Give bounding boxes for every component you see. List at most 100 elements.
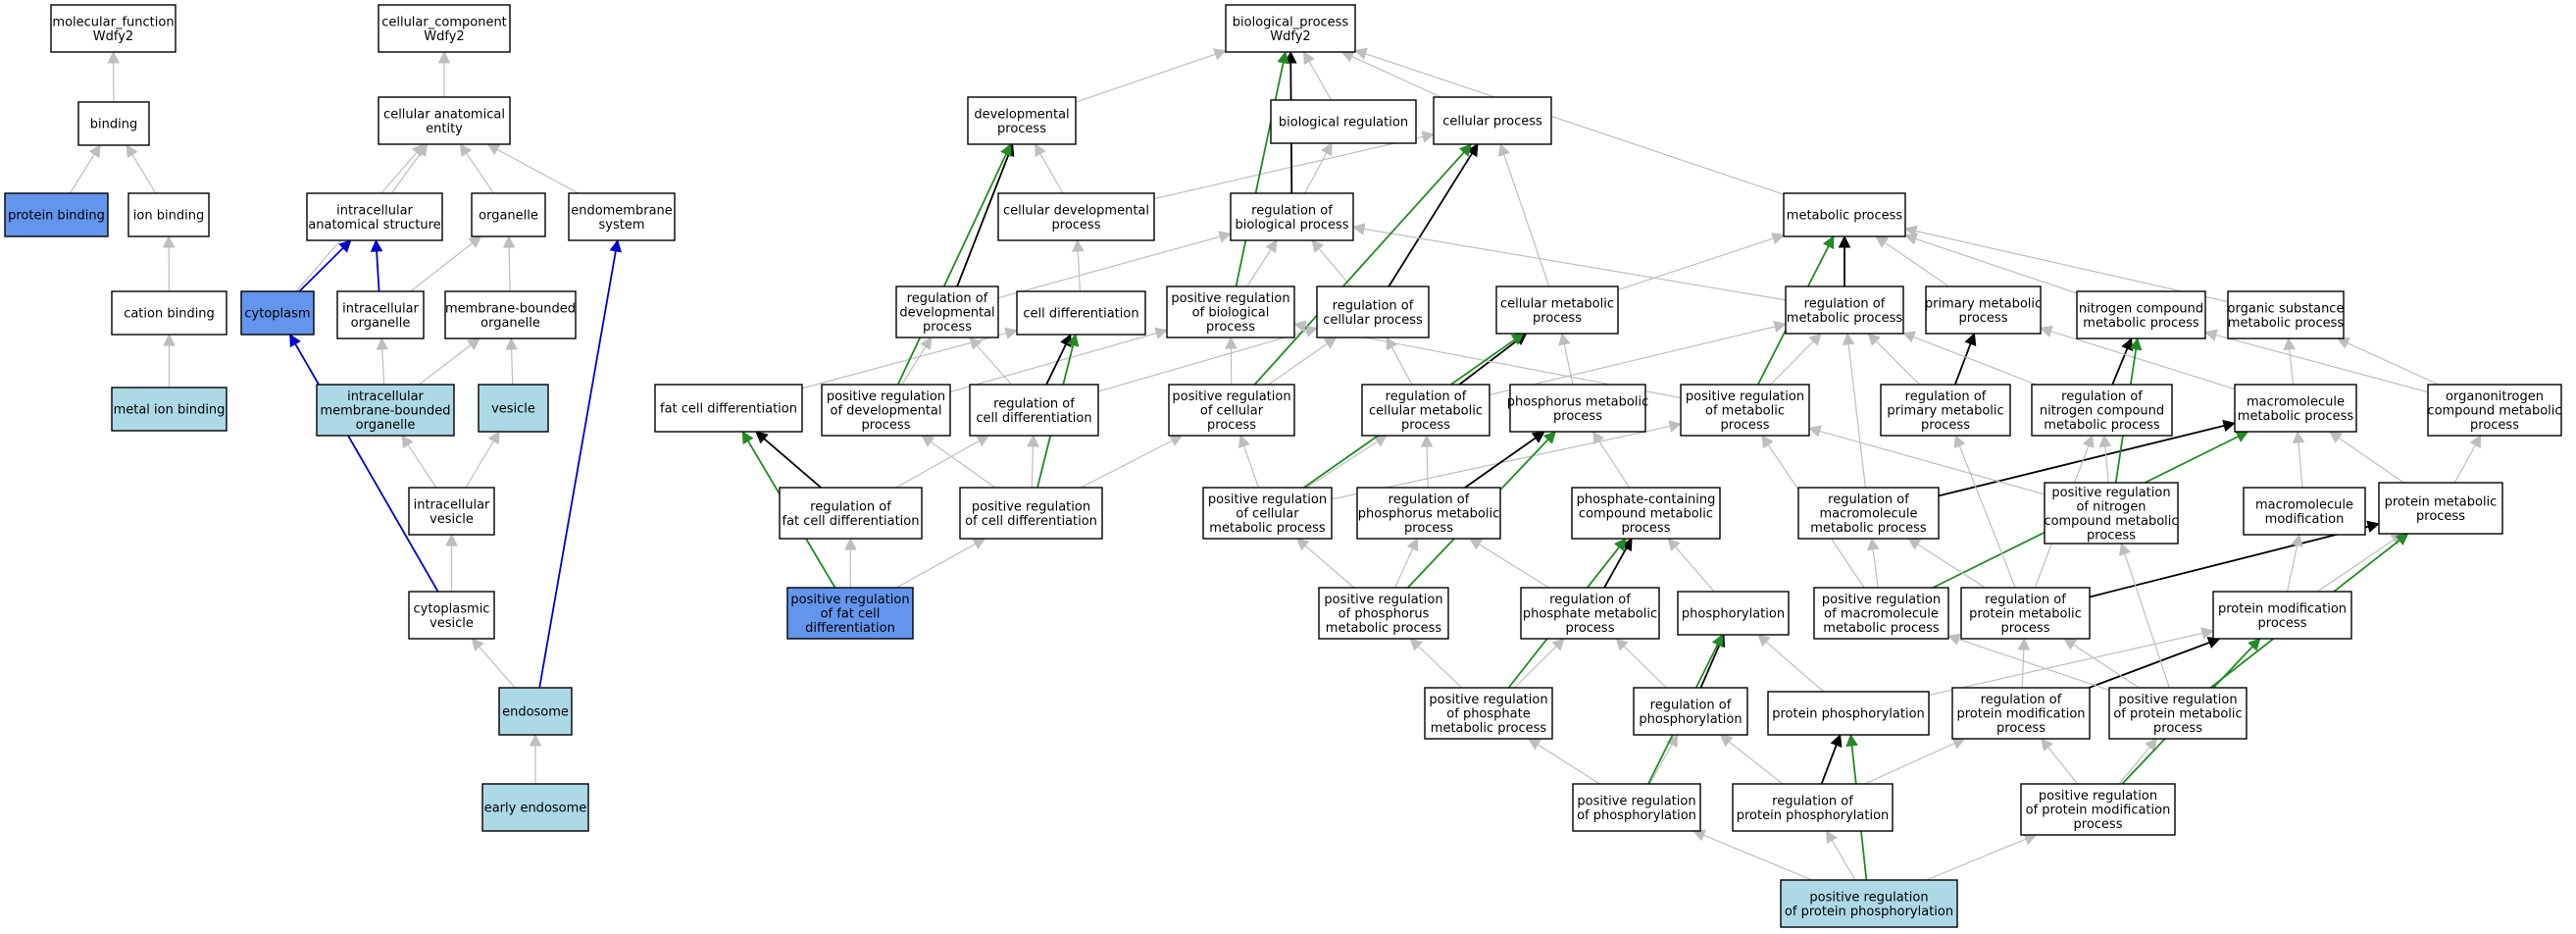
- node-label-line: process: [1721, 418, 1770, 433]
- go-term-node-prot_phosphorylation[interactable]: protein phosphorylation: [1767, 691, 1930, 736]
- go-term-node-fat_cell_diff[interactable]: fat cell differentiation: [654, 384, 803, 433]
- arrowhead-icon: [1842, 332, 1855, 346]
- go-term-node-protein_binding[interactable]: protein binding: [4, 192, 109, 237]
- go-term-node-organelle[interactable]: organelle: [471, 192, 546, 237]
- go-term-node-met_proc[interactable]: metabolic process: [1783, 192, 1906, 237]
- go-term-node-ion_binding[interactable]: ion binding: [127, 192, 210, 237]
- go-term-node-cytoplasm[interactable]: cytoplasm: [240, 290, 315, 336]
- edge-ion_binding-to-binding: [126, 144, 157, 194]
- arrowhead-icon: [471, 638, 484, 651]
- edge-reg_macro_met_proc-to-reg_met_proc: [1842, 332, 1867, 489]
- edge-pos_reg_prot_phosphorylation-to-pos_reg_prot_mod_proc: [1926, 833, 2038, 881]
- go-term-node-binding[interactable]: binding: [77, 101, 150, 146]
- edge-line: [2073, 644, 2140, 689]
- edge-macro_mod-to-macro_met_proc: [2292, 430, 2305, 489]
- arrowhead-icon: [163, 333, 176, 346]
- edge-line: [2088, 642, 2210, 689]
- edge-phosph_cmp_met_proc-to-phos_met_proc: [1591, 431, 1631, 489]
- go-term-node-early_endosome[interactable]: early endosome: [481, 783, 589, 832]
- node-label-line: metabolic process: [1787, 209, 1903, 224]
- go-term-node-endosome[interactable]: endosome: [498, 687, 573, 736]
- node-box: [306, 192, 443, 241]
- go-term-node-cell_proc[interactable]: cellular process: [1433, 96, 1552, 145]
- arrowhead-icon: [1964, 332, 1977, 346]
- go-term-node-bio_reg[interactable]: biological regulation: [1270, 99, 1417, 144]
- go-term-node-vesicle[interactable]: vesicle: [478, 384, 549, 433]
- node-label-line: intracellular: [347, 389, 424, 404]
- node-box: [1633, 687, 1748, 736]
- go-term-node-metal_ion_binding[interactable]: metal ion binding: [111, 387, 227, 432]
- go-term-node-cell_diff[interactable]: cell differentiation: [1016, 290, 1146, 336]
- node-box: [2076, 290, 2206, 339]
- node-label-line: organonitrogen: [2446, 389, 2544, 404]
- go-term-node-phosphorylation[interactable]: phosphorylation: [1677, 591, 1790, 636]
- arrowhead-icon: [1072, 238, 1085, 252]
- edge-cae-to-cc: [437, 50, 451, 97]
- edge-pos_reg_nitro_met_proc-to-reg_nitro_met_proc: [2098, 434, 2112, 484]
- node-label-line: metabolic process: [2228, 316, 2345, 331]
- arrowhead-icon: [1027, 434, 1039, 447]
- go-term-node-cation_binding[interactable]: cation binding: [111, 290, 227, 336]
- arrowhead-icon: [1771, 233, 1786, 245]
- node-label-line: of protein phosphorylation: [1785, 905, 1953, 919]
- node-box: [2378, 482, 2503, 535]
- node-label-line: cellular process: [1323, 313, 1423, 328]
- edge-line: [1819, 430, 2046, 495]
